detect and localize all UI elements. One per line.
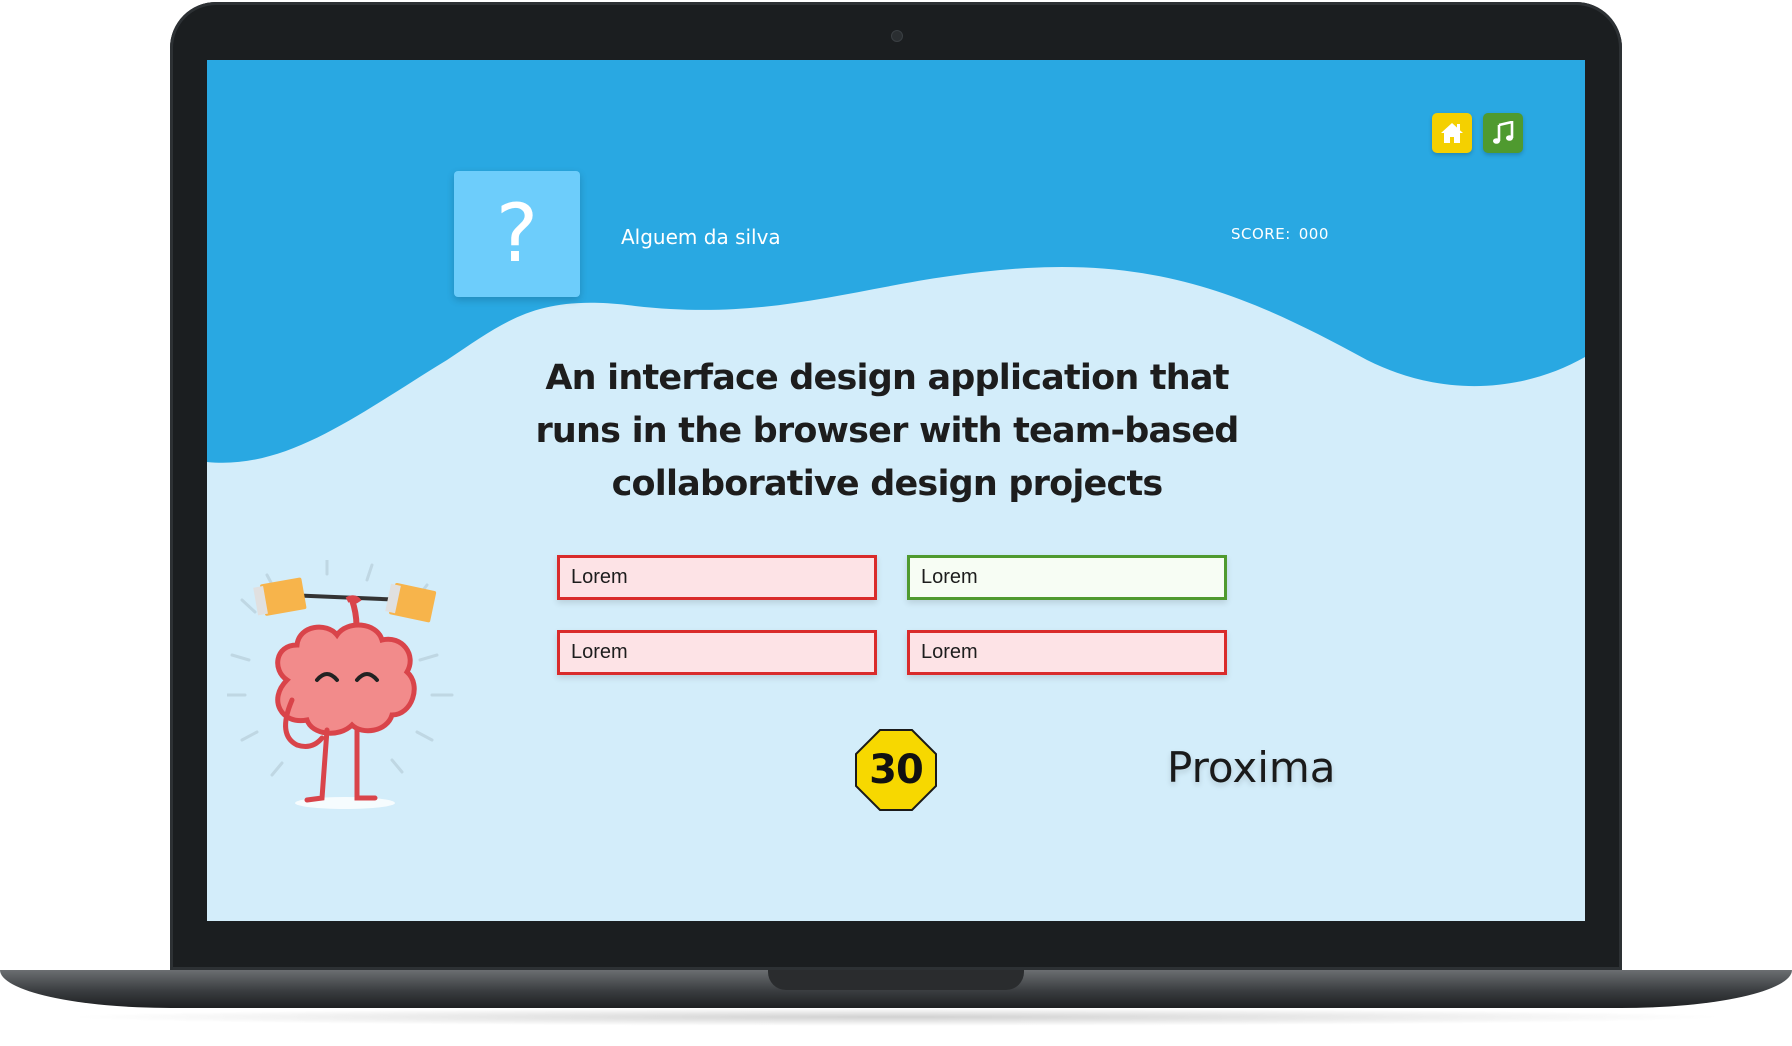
answer-label: Lorem xyxy=(571,566,628,588)
laptop-shadow xyxy=(60,1008,1732,1026)
answer-label: Lorem xyxy=(921,641,978,663)
countdown-timer: 30 xyxy=(853,727,939,813)
question-card: ? xyxy=(454,171,580,297)
question-text: An interface design application that run… xyxy=(535,358,1239,504)
score-value: 000 xyxy=(1298,225,1329,243)
player-name: Alguem da silva xyxy=(621,225,781,249)
answer-option-2[interactable]: Lorem xyxy=(907,555,1227,600)
timer-value: 30 xyxy=(869,747,924,793)
music-note-icon xyxy=(1493,121,1514,144)
home-icon xyxy=(1441,123,1463,143)
camera xyxy=(891,30,903,42)
game-screen: ? Alguem da silva SCORE: 000 An interface… xyxy=(207,60,1585,921)
music-button[interactable] xyxy=(1483,113,1523,153)
answer-label: Lorem xyxy=(571,641,628,663)
question-mark-icon: ? xyxy=(495,187,539,280)
answer-option-4[interactable]: Lorem xyxy=(907,630,1227,675)
brain-mascot-illustration xyxy=(227,560,454,809)
answer-label: Lorem xyxy=(921,566,978,588)
laptop-notch xyxy=(768,970,1024,990)
answer-option-1[interactable]: Lorem xyxy=(557,555,877,600)
answer-option-3[interactable]: Lorem xyxy=(557,630,877,675)
next-button[interactable]: Proxima xyxy=(1167,743,1336,792)
octagon-badge xyxy=(855,729,937,811)
header-wave xyxy=(207,60,1585,463)
score-label: SCORE: xyxy=(1231,225,1291,243)
home-button[interactable] xyxy=(1432,113,1472,153)
score-display: SCORE: 000 xyxy=(1231,225,1337,243)
